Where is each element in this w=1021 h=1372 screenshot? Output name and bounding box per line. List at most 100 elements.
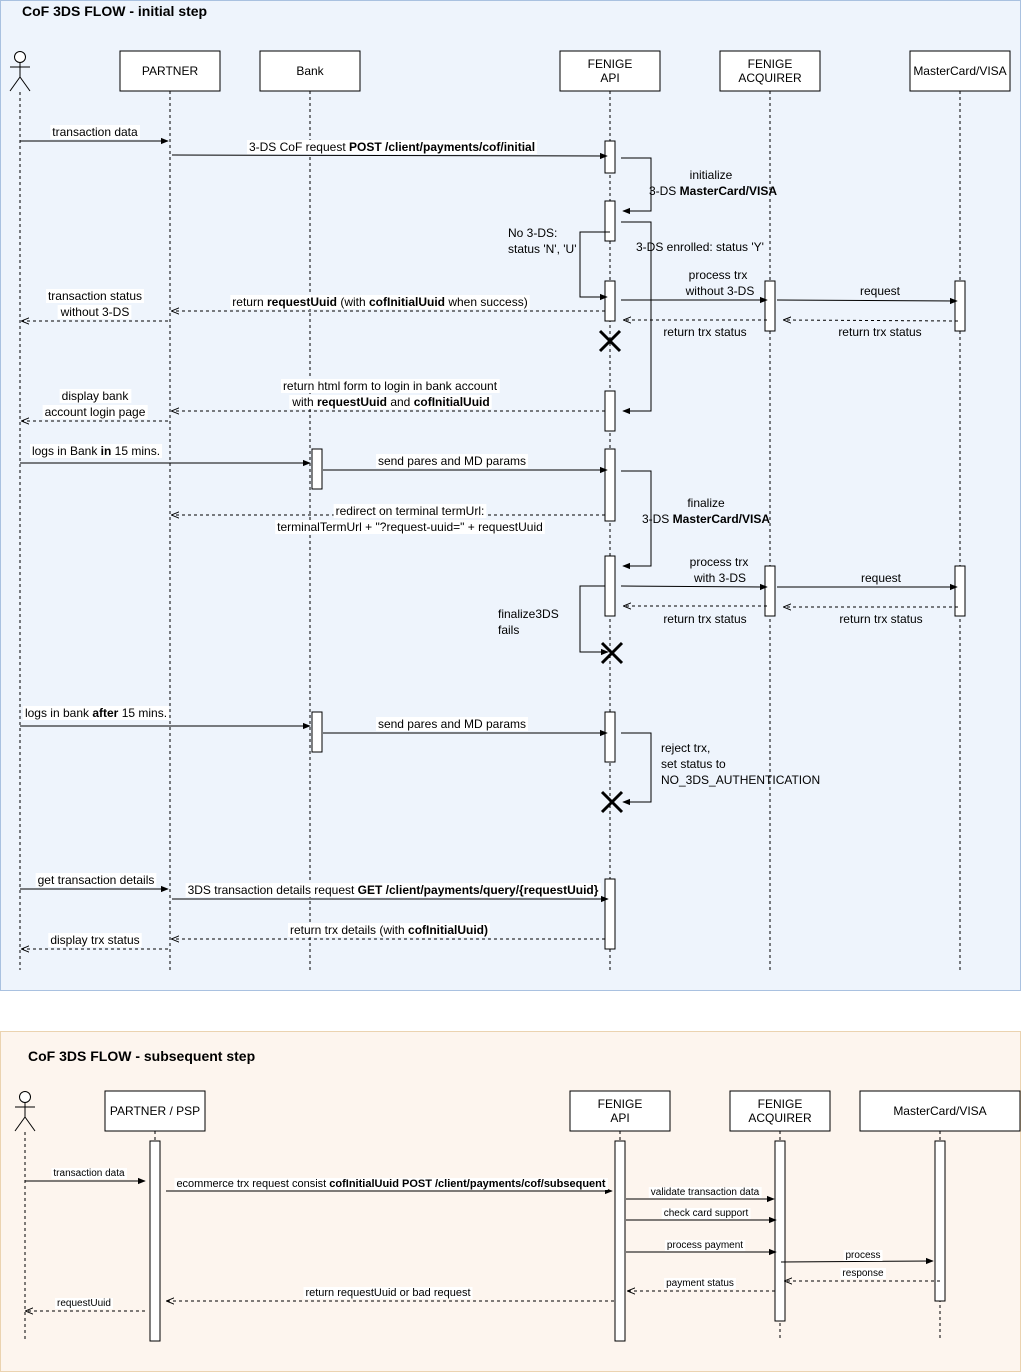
- msg-transaction-data-part: transaction data: [52, 125, 138, 139]
- participant-bottom-fenige-acquirer-box: [729, 1090, 831, 1132]
- msg-sub-ecommerce-request: ecommerce trx request consist cofInitial…: [174, 1178, 608, 1190]
- msg-finalize-line2-part: 3-DS: [642, 512, 673, 526]
- msg-request-1: request: [860, 284, 901, 298]
- msg-initialize-3ds-line2-part: MasterCard/VISA: [680, 184, 778, 198]
- msg-return-trx-status-2: return trx status: [838, 325, 921, 339]
- participant-top-bank: Bank: [259, 50, 361, 92]
- msg-return-trx-status-1-part: return trx status: [663, 325, 746, 339]
- msg-return-html-line2: with requestUuid and cofInitialUuid: [289, 395, 492, 409]
- participant-bottom-fenige-api-label: FENIGE: [598, 1097, 643, 1111]
- label-background: [280, 379, 500, 393]
- activation-bar-11: [954, 565, 966, 617]
- msg-return-trx-status-3: return trx status: [663, 612, 746, 626]
- msg-logs-in-bank-in-text: logs in Bank in 15 mins.: [32, 444, 160, 458]
- msg-redirect-line1-text: redirect on terminal termUrl:: [336, 504, 485, 518]
- msg-3ds-cof-request-part: 3-DS CoF request: [249, 140, 349, 154]
- msg-sub-requestuuid: requestUuid: [55, 1298, 113, 1309]
- participant-bottom-partner-psp-box: [104, 1090, 206, 1132]
- participant-top-partner-label: PARTNER: [142, 64, 199, 78]
- msg-send-pares-2: send pares and MD params: [375, 717, 529, 731]
- activation-bar-5: [954, 280, 966, 332]
- msg-sub-requestuuid-part: requestUuid: [57, 1298, 111, 1309]
- msg-sub-process-text: process: [845, 1250, 880, 1261]
- msg-return-requestuuid-part: when success): [445, 295, 528, 309]
- msg-reject-line1-text: reject trx,: [661, 741, 710, 755]
- msg-process-trx-3ds-line1-part: process trx: [690, 555, 749, 569]
- msg-display-bank-line1: display bank: [59, 389, 132, 403]
- msg-process-trx-3ds-line2-part: with 3-DS: [693, 571, 746, 585]
- participant-top-partner-box: [119, 50, 221, 92]
- msg-sub-response: response: [840, 1268, 887, 1279]
- msg-sub-payment-status-text: payment status: [666, 1278, 734, 1289]
- msg-request-1-part: request: [860, 284, 901, 298]
- msg-return-requestuuid-part: cofInitialUuid: [369, 295, 445, 309]
- msg-sub-response-text: response: [842, 1268, 884, 1279]
- msg-sub-check-card-text: check card support: [664, 1208, 749, 1219]
- label-background: [375, 454, 529, 468]
- label-background: [840, 1268, 887, 1279]
- participant-bottom-fenige-acquirer-label: FENIGE: [758, 1097, 803, 1111]
- msg-sub-check-card: check card support: [661, 1208, 751, 1219]
- activation-bar-13: [604, 711, 616, 763]
- label-background: [333, 504, 487, 518]
- msg-3ds-details-request-text: 3DS transaction details request GET /cli…: [188, 883, 599, 897]
- msg-sub-response-part: response: [842, 1268, 884, 1279]
- msg-process-trx-no3ds-line1: process trx: [689, 268, 748, 282]
- arrow-5: [621, 221, 652, 415]
- msg-logs-in-bank-in-part: in: [101, 444, 112, 458]
- msg-transaction-status-line1-text: transaction status: [48, 289, 142, 303]
- msg-sub-transaction-data: transaction data: [51, 1168, 128, 1179]
- msg-no-3ds-line2: status 'N', 'U': [508, 242, 577, 256]
- msg-return-requestuuid: return requestUuid (with cofInitialUuid …: [230, 295, 530, 309]
- msg-return-html-line2-part: requestUuid: [317, 395, 387, 409]
- activation-bar-18: [934, 1140, 946, 1302]
- label-background: [48, 933, 142, 947]
- participant-bottom-mastercard-visa-label: MasterCard/VISA: [893, 1104, 986, 1118]
- label-background: [55, 1298, 113, 1309]
- label-background: [289, 395, 492, 409]
- arrow-2: [171, 152, 608, 160]
- msg-get-transaction-details: get transaction details: [35, 873, 157, 887]
- msg-sub-ecommerce-request-part: ecommerce trx request consist: [176, 1178, 329, 1190]
- participant-top-bank-box: [259, 50, 361, 92]
- msg-return-trx-status-1: return trx status: [663, 325, 746, 339]
- msg-3ds-cof-request-text: 3-DS CoF request POST /client/payments/c…: [249, 140, 535, 154]
- msg-sub-process: process: [843, 1250, 883, 1261]
- msg-return-html-line1: return html form to login in bank accoun…: [280, 379, 500, 393]
- participant-top-fenige-acquirer-label: ACQUIRER: [738, 71, 802, 85]
- participant-bottom-mastercard-visa-box: [859, 1090, 1021, 1132]
- actor-head: [19, 1091, 31, 1103]
- destroy-mark-2: [600, 641, 624, 665]
- msg-sub-return-requestuuid-text: return requestUuid or bad request: [305, 1287, 470, 1299]
- msg-send-pares-1-part: send pares and MD params: [378, 454, 526, 468]
- msg-process-trx-3ds-line2-text: with 3-DS: [693, 571, 746, 585]
- participant-top-fenige-api-label: FENIGE: [588, 57, 633, 71]
- label-background: [51, 1168, 128, 1179]
- activation-bar-6: [604, 390, 616, 432]
- msg-reject-line3-part: NO_3DS_AUTHENTICATION: [661, 773, 820, 787]
- msg-no-3ds-line1-text: No 3-DS:: [508, 226, 557, 240]
- participant-bottom-mastercard-visa: MasterCard/VISA: [859, 1090, 1021, 1132]
- msg-process-trx-no3ds-line1-part: process trx: [689, 268, 748, 282]
- msg-logs-in-bank-after: logs in bank after 15 mins.: [22, 706, 170, 720]
- msg-send-pares-1: send pares and MD params: [375, 454, 529, 468]
- msg-no-3ds-line1-part: No 3-DS:: [508, 226, 557, 240]
- msg-process-trx-3ds-line2: with 3-DS: [693, 571, 746, 585]
- participant-bottom-fenige-api-box: [569, 1090, 671, 1132]
- actor-leg-left: [9, 76, 21, 92]
- label-background: [45, 289, 145, 303]
- msg-return-html-line2-part: and: [387, 395, 414, 409]
- msg-finalize3ds-fails-line2-part: fails: [498, 623, 519, 637]
- activation-bar-8: [604, 448, 616, 522]
- msg-finalize-line2-part: MasterCard/VISA: [673, 512, 771, 526]
- participant-top-fenige-api-box: [559, 50, 661, 92]
- msg-finalize3ds-fails-line2: fails: [498, 623, 519, 637]
- destroy-stroke: [600, 790, 624, 814]
- msg-return-trx-details-part: return trx details (with: [290, 923, 408, 937]
- msg-return-requestuuid-part: (with: [337, 295, 369, 309]
- actor-leg-right: [24, 1116, 36, 1132]
- msg-send-pares-2-part: send pares and MD params: [378, 717, 526, 731]
- activation-bar-16: [614, 1140, 626, 1342]
- label-background: [661, 1208, 751, 1219]
